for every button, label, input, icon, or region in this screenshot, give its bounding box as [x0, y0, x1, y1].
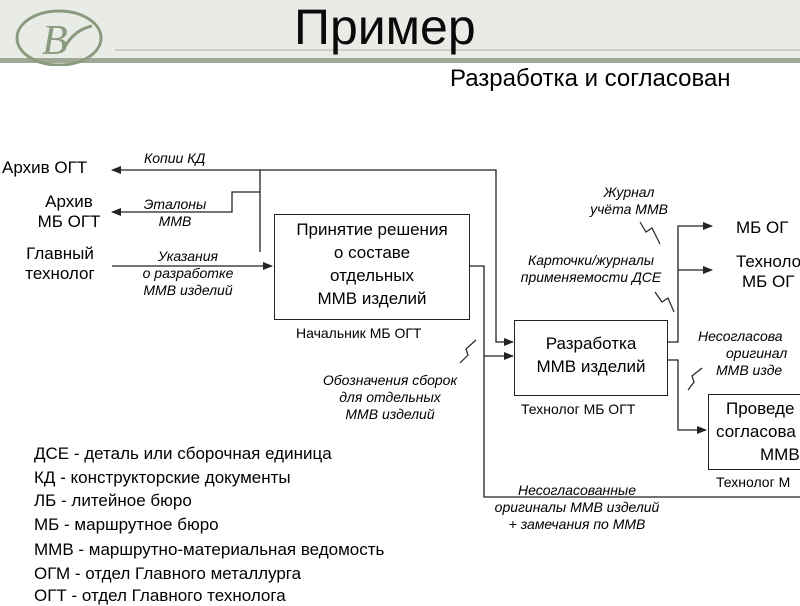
development-box-text: Разработка ММВ изделий	[514, 332, 668, 378]
label-right-technologist: Техноло МБ ОГ	[736, 252, 800, 292]
legend-item-kd: КД - конструкторские документы	[34, 468, 291, 487]
label-unagreed-right: Несогласова оригинал ММВ изде	[698, 328, 787, 379]
label-chief-line1: Главный	[26, 244, 94, 263]
label-instructions-line1: Указания	[158, 248, 218, 264]
approval-line-2: согласова	[716, 422, 796, 441]
label-unagreed-bottom-line3: + замечания по ММВ	[508, 516, 646, 532]
label-instructions-line2: о разработке	[142, 265, 234, 281]
slide-subtitle: Разработка и согласован	[450, 65, 731, 92]
approval-box	[708, 394, 800, 470]
legend-item-mmv: ММВ - маршрутно-материальная ведомость	[34, 540, 385, 559]
label-journal-line2: учёта ММВ	[590, 201, 668, 217]
label-chief-line2: технолог	[25, 264, 95, 283]
legend-item-mb: МБ - маршрутное бюро	[34, 515, 219, 534]
label-archive-mb-line2: МБ ОГТ	[37, 212, 101, 231]
label-cards-journals: Карточки/журналы применяемости ДСЕ	[508, 252, 674, 286]
label-right-techno-line2: МБ ОГ	[742, 272, 795, 291]
label-unagreed-right-line3: ММВ изде	[716, 362, 783, 378]
label-instructions-line3: ММВ изделий	[143, 282, 233, 298]
label-archive-mb-line1: Архив	[45, 192, 93, 211]
label-instructions: Указания о разработке ММВ изделий	[126, 248, 250, 299]
legend-item-ogm: ОГМ - отдел Главного металлурга	[34, 564, 302, 583]
label-journal: Журнал учёта ММВ	[574, 184, 684, 218]
approval-owner: Технолог М	[716, 474, 791, 490]
decision-line-2: о составе	[333, 243, 411, 262]
decision-line-1: Принятие решения	[296, 220, 448, 239]
label-archive-mb-ogt: Архив МБ ОГТ	[28, 192, 110, 232]
legend-item-ogt: ОГТ - отдел Главного технолога	[34, 586, 286, 605]
header-band	[0, 58, 800, 63]
label-right-mb-ogt: МБ ОГ	[736, 218, 789, 237]
logo-icon: B	[15, 9, 103, 66]
label-journal-line1: Журнал	[603, 184, 655, 200]
label-archive-ogt: Архив ОГТ	[2, 158, 88, 177]
decision-box	[274, 214, 470, 320]
label-notations-line1: Обозначения сборок	[322, 372, 458, 388]
decision-line-4: ММВ изделий	[317, 289, 427, 308]
label-unagreed-right-line2: оригинал	[726, 345, 788, 361]
svg-text:B: B	[42, 18, 68, 64]
development-owner: Технолог МБ ОГТ	[521, 401, 636, 417]
development-line-1: Разработка	[545, 334, 637, 353]
label-unagreed-bottom-line2: оригиналы ММВ изделий	[494, 499, 660, 515]
approval-line-1: Проведе	[726, 399, 795, 418]
label-etalons-line1: Эталоны	[143, 196, 207, 212]
label-etalons-mmv: Эталоны ММВ	[134, 196, 216, 230]
legend-item-dse: ДСЕ - деталь или сборочная единица	[34, 444, 332, 463]
label-chief-technologist: Главный технолог	[14, 244, 106, 284]
label-notations: Обозначения сборок для отдельных ММВ изд…	[306, 372, 474, 423]
label-cards-line2: применяемости ДСЕ	[520, 269, 662, 285]
development-box	[514, 320, 668, 396]
label-unagreed-right-line1: Несогласова	[698, 328, 783, 344]
development-line-2: ММВ изделий	[536, 357, 646, 376]
label-copies-kd: Копии КД	[144, 150, 206, 166]
approval-box-text: Проведе согласова ММВ	[716, 397, 800, 466]
header-rule	[115, 49, 800, 51]
label-etalons-line2: ММВ	[158, 213, 192, 229]
label-unagreed-bottom-line1: Несогласованные	[517, 482, 637, 498]
decision-box-text: Принятие решения о составе отдельных ММВ…	[274, 218, 470, 310]
slide-title: Пример	[294, 0, 476, 55]
label-notations-line3: ММВ изделий	[345, 406, 435, 422]
approval-line-3: ММВ	[760, 445, 800, 464]
label-notations-line2: для отдельных	[339, 389, 441, 405]
decision-owner: Начальник МБ ОГТ	[296, 325, 422, 341]
legend-item-lb: ЛБ - литейное бюро	[34, 491, 192, 510]
label-unagreed-bottom: Несогласованные оригиналы ММВ изделий + …	[470, 482, 684, 533]
label-right-techno-line1: Техноло	[736, 252, 800, 271]
decision-line-3: отдельных	[330, 266, 414, 285]
label-cards-line1: Карточки/журналы	[527, 252, 655, 268]
